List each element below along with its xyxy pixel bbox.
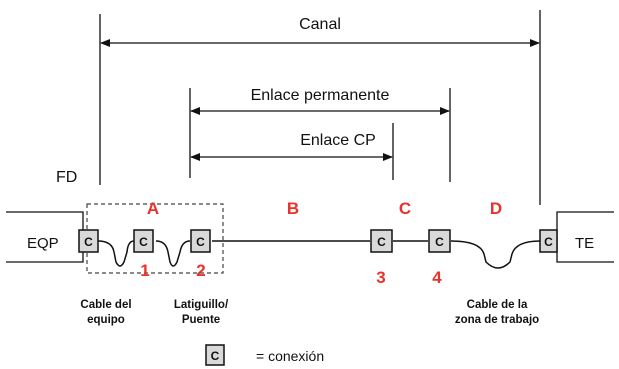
legend: C = conexión bbox=[205, 344, 324, 366]
cross-connect-dashed-box bbox=[86, 203, 224, 274]
connector-2: C bbox=[190, 229, 211, 253]
legend-text: = conexión bbox=[256, 348, 324, 364]
connector-letter: C bbox=[544, 235, 553, 249]
segment-c-label: C bbox=[399, 199, 411, 218]
connector-letter: C bbox=[435, 235, 444, 249]
connector-number-3: 3 bbox=[376, 268, 385, 287]
connector-eqp: C bbox=[78, 229, 99, 253]
legend-connector-symbol bbox=[205, 344, 225, 366]
equipment-cable-caption-line1: Cable del bbox=[80, 299, 131, 311]
segment-b-label: B bbox=[287, 199, 299, 218]
patch-cord-caption-line2: Puente bbox=[182, 314, 220, 326]
patch-cord bbox=[155, 240, 191, 267]
connector-number-1: 1 bbox=[140, 261, 149, 280]
connector-letter: C bbox=[196, 235, 205, 249]
fd-label: FD bbox=[56, 169, 77, 186]
equipment-label: EQP bbox=[27, 235, 59, 252]
cp-link-label: Enlace CP bbox=[300, 132, 376, 149]
connector-letter: C bbox=[377, 235, 386, 249]
connector-number-4: 4 bbox=[432, 268, 442, 287]
segment-d-label: D bbox=[490, 199, 502, 218]
channel-label: Canal bbox=[299, 16, 341, 33]
connector-number-2: 2 bbox=[196, 261, 205, 280]
legend-connector-letter: C bbox=[211, 349, 220, 363]
work-area-cable bbox=[450, 240, 541, 269]
work-area-cable-caption-line2: zona de trabajo bbox=[455, 314, 539, 326]
connector-letter: C bbox=[139, 235, 148, 249]
equipment-cable-caption-line2: equipo bbox=[87, 314, 125, 326]
connector-letter: C bbox=[84, 235, 93, 249]
connector-4: C bbox=[428, 229, 451, 253]
segment-a-label: A bbox=[147, 199, 159, 218]
patch-cord-caption-line1: Latiguillo/ bbox=[174, 299, 229, 311]
terminal-label: TE bbox=[575, 235, 594, 252]
work-area-cable-caption-line1: Cable de la bbox=[467, 299, 528, 311]
equipment-cable bbox=[97, 240, 135, 267]
connector-3: C bbox=[370, 229, 393, 253]
permanent-link-label: Enlace permanente bbox=[251, 87, 390, 104]
connector-te: C bbox=[539, 229, 558, 253]
connector-1: C bbox=[133, 229, 154, 253]
